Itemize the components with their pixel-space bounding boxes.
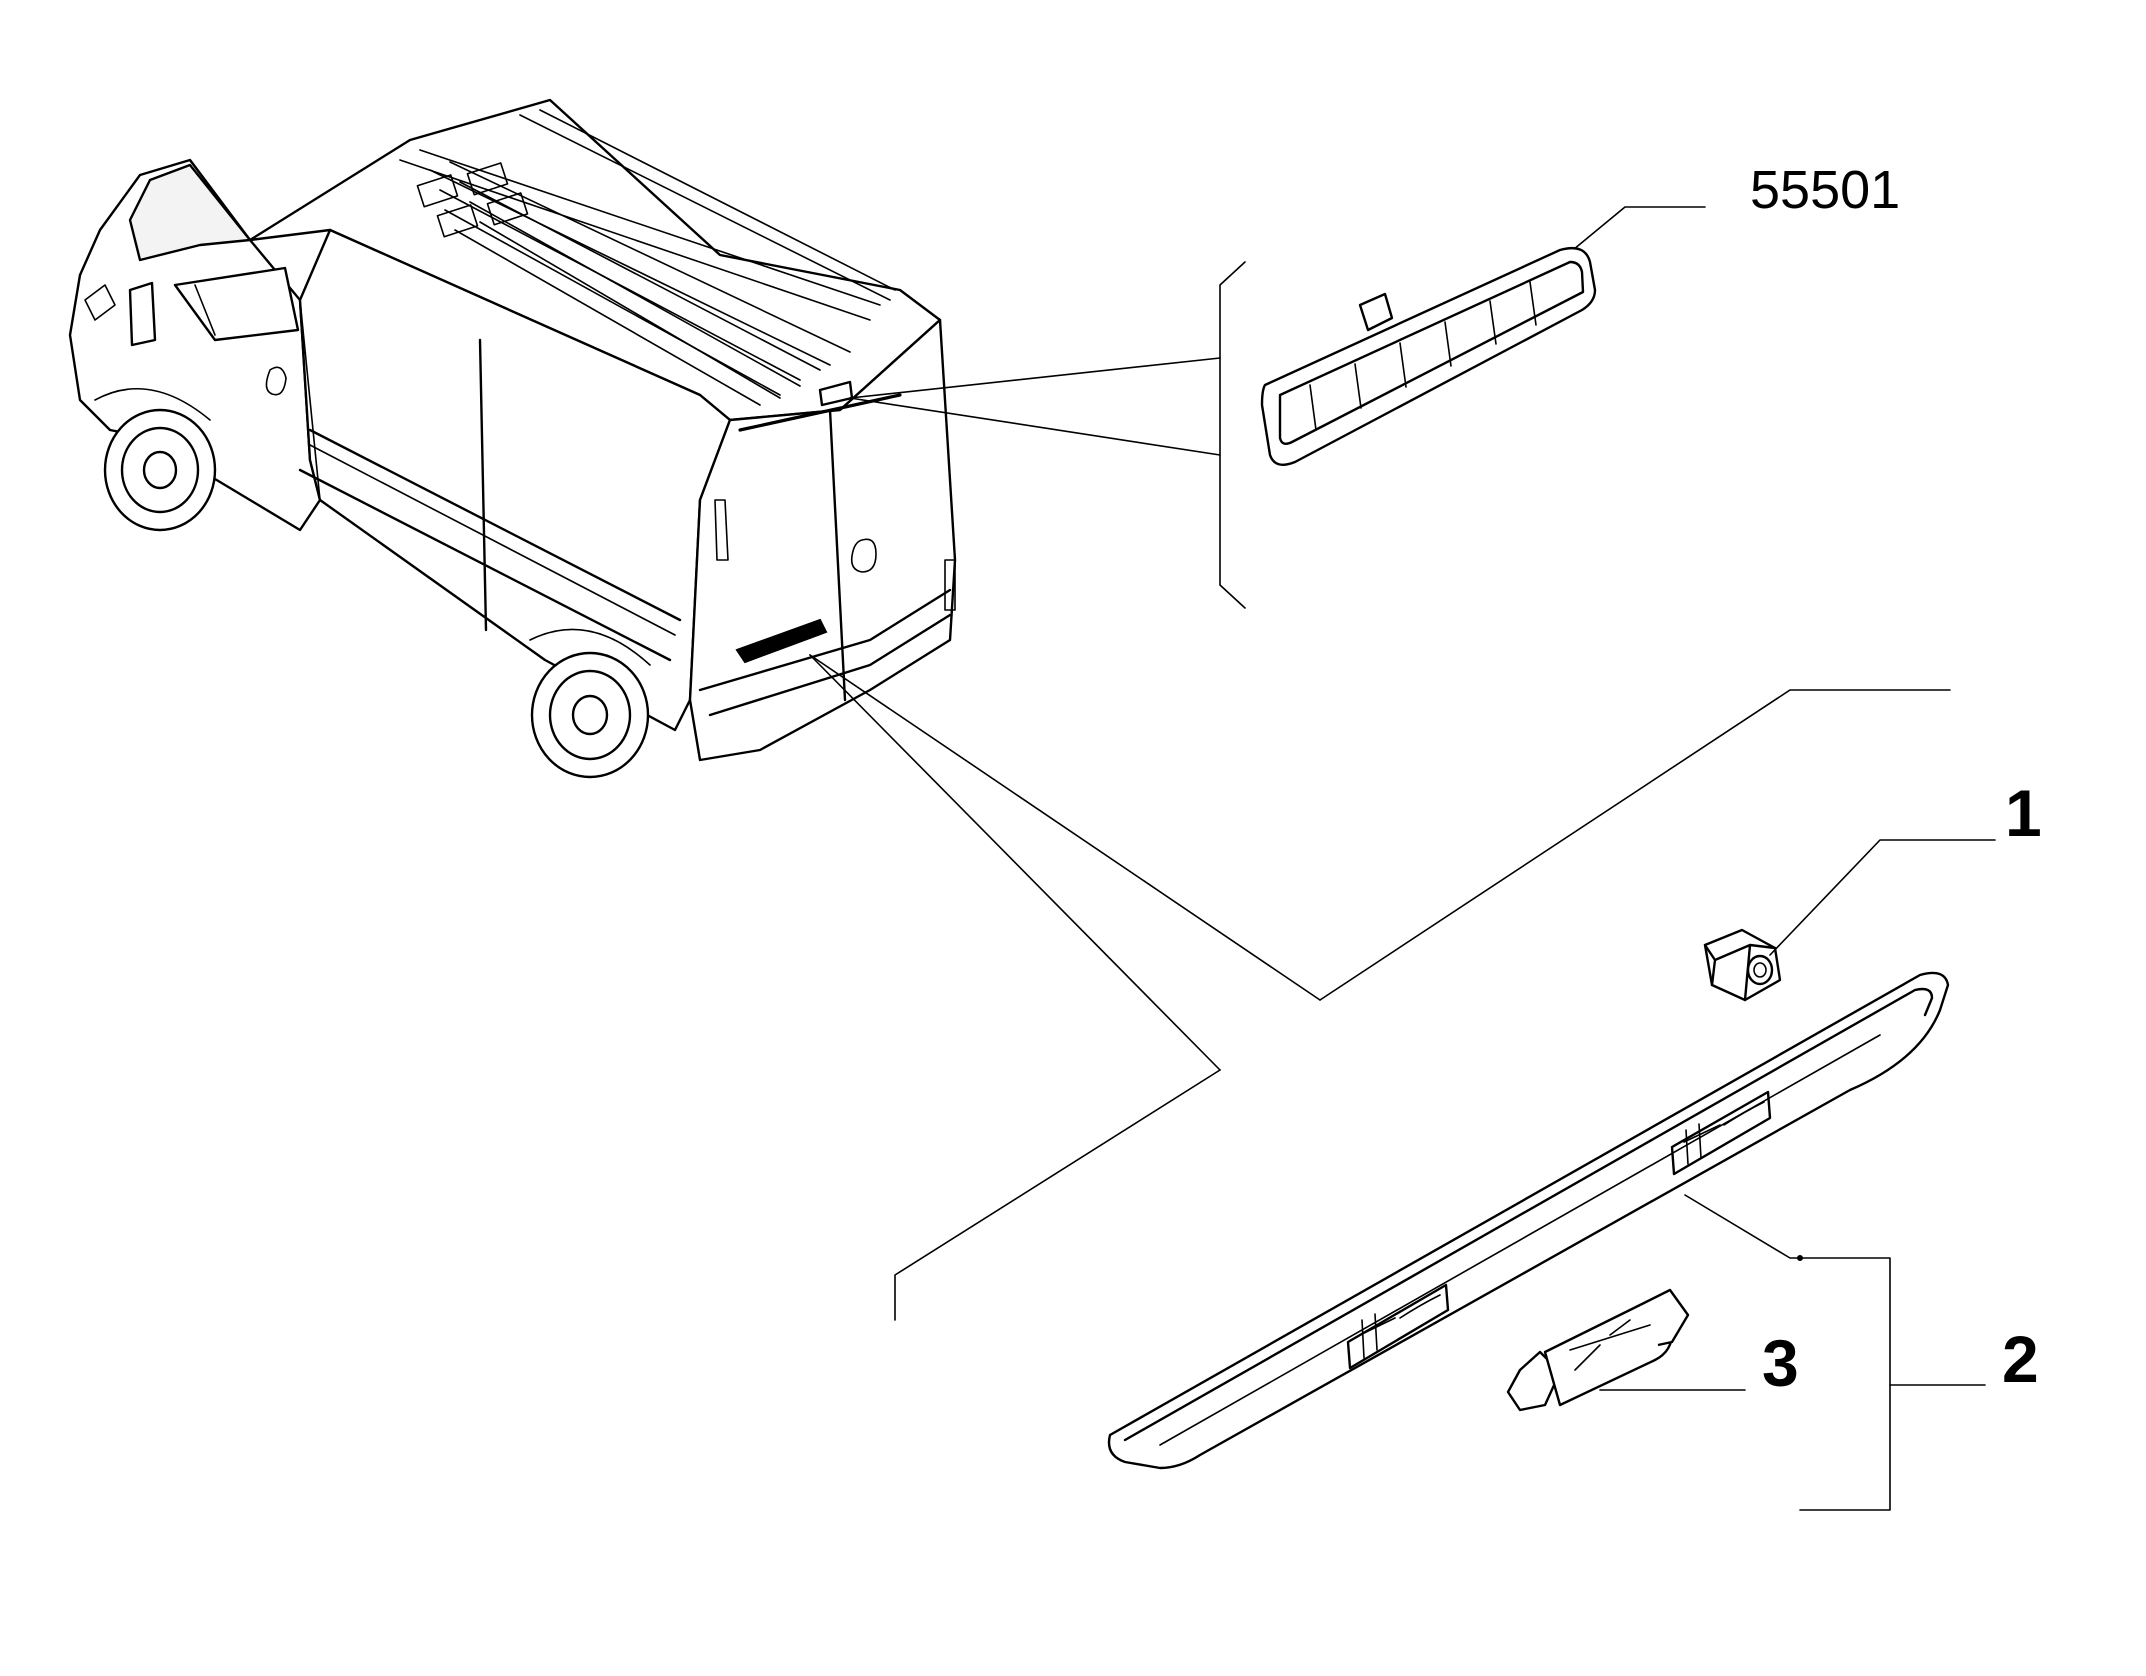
lamp-window-left: [1346, 1283, 1450, 1370]
callout-2-label: 2: [2002, 1322, 2039, 1396]
callout-3-label: 3: [1762, 1326, 1799, 1400]
lamp-window-right: [1670, 1090, 1772, 1176]
callout-lines: [1599, 839, 1996, 1511]
leader-lines: [809, 206, 1951, 1321]
part-code-label: 55501: [1750, 160, 1901, 220]
high-mounted-stop-lamp: [1260, 246, 1597, 466]
number-plate-lamp-bar: [1107, 971, 1950, 1470]
van-illustration: [68, 98, 957, 779]
rear-wheel: [529, 628, 651, 779]
callout-1-label: 1: [2005, 776, 2042, 850]
nut: [1703, 928, 1782, 1002]
front-wheel: [94, 388, 217, 532]
festoon-bulb: [1506, 1288, 1690, 1412]
